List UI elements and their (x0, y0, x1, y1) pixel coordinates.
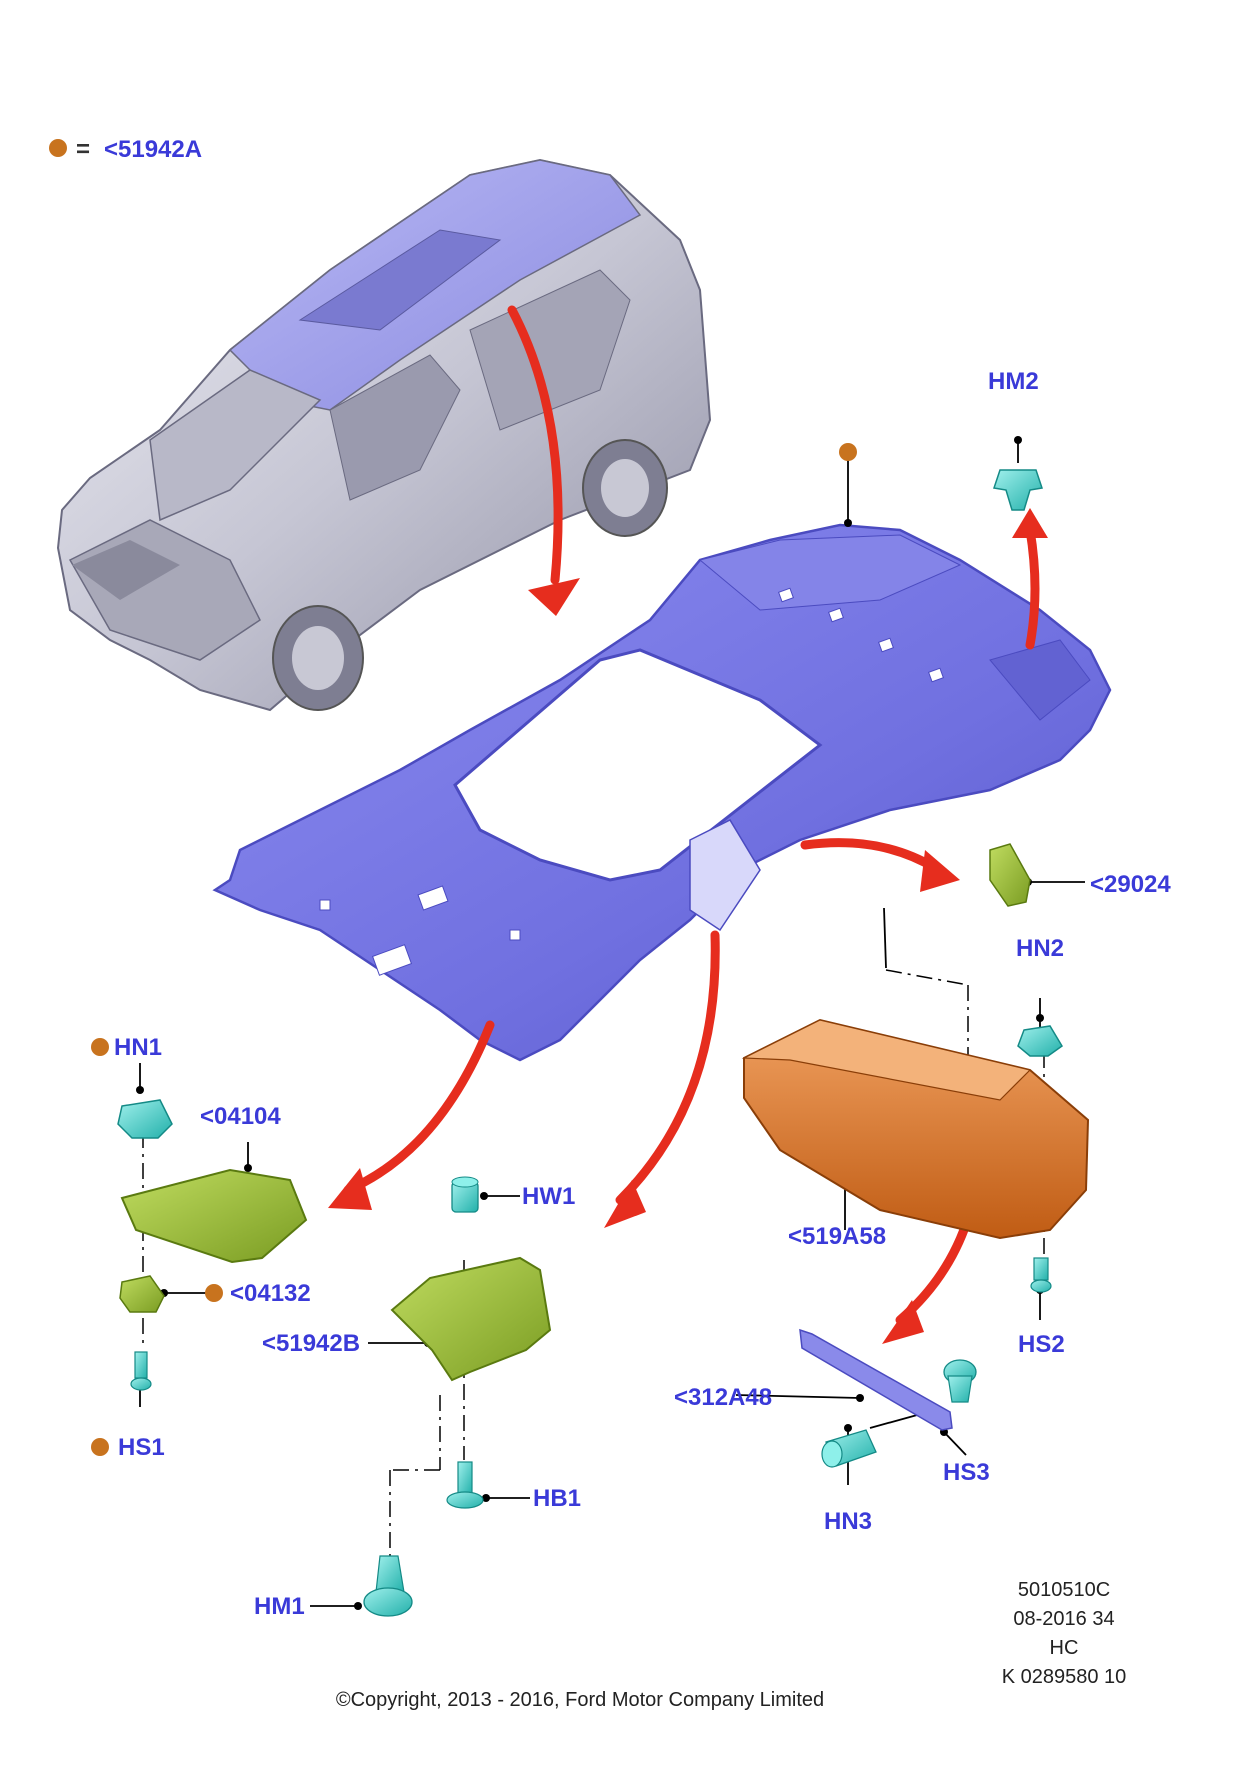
hs3-screw-icon (943, 1359, 977, 1403)
arrow-to-04104 (343, 1020, 495, 1195)
callout-04132: <04132 (230, 1280, 311, 1307)
callout-dot-icons (91, 443, 857, 1456)
rail-312a48 (799, 1328, 953, 1431)
clip-04132 (119, 1275, 165, 1313)
hw1-nut-icon (451, 1176, 479, 1213)
callout-hs3: HS3 (943, 1459, 990, 1486)
bracket-04104 (120, 1168, 308, 1264)
callout-hn2: HN2 (1016, 935, 1064, 962)
ref-line-1: 5010510C (1018, 1579, 1110, 1601)
callout-519a58: <519A58 (788, 1223, 886, 1250)
arrow-to-51942b (615, 930, 720, 1205)
callout-hw1: HW1 (522, 1183, 575, 1210)
callout-hm1: HM1 (254, 1593, 305, 1620)
legend: = <51942A (49, 136, 202, 163)
ref-line-4: K 0289580 10 (1002, 1666, 1127, 1688)
assembly-arrows (343, 305, 1040, 1325)
headliner-panel (212, 523, 1112, 1062)
hb1-bolt-icon (446, 1461, 484, 1509)
overhead-console-519a58 (741, 1018, 1090, 1240)
arrow-to-hm2 (1025, 525, 1040, 650)
callout-312a48: <312A48 (674, 1384, 772, 1411)
sunroof-opening (453, 648, 823, 882)
van-illustration (56, 158, 712, 712)
callout-hs2: HS2 (1018, 1331, 1065, 1358)
hn3-nut-icon (821, 1429, 877, 1468)
arrow-van-to-headliner (507, 305, 563, 585)
callout-hn3: HN3 (824, 1508, 872, 1535)
hs2-screw-icon (1030, 1257, 1052, 1293)
callout-51942b: <51942B (262, 1330, 360, 1357)
callout-hb1: HB1 (533, 1485, 581, 1512)
bracket-51942b (390, 1256, 552, 1382)
legend-part-label: <51942A (104, 136, 202, 163)
ref-line-2: 08-2016 34 (1013, 1608, 1114, 1630)
reference-block: 5010510C 08-2016 34 HC K 0289580 10 (1002, 1579, 1127, 1688)
hm1-clip-icon (363, 1555, 413, 1617)
ref-line-3: HC (1050, 1637, 1079, 1659)
arrow-to-29024 (800, 838, 940, 873)
legend-dot-icon (49, 139, 67, 157)
callout-hs1: HS1 (118, 1434, 165, 1461)
callout-04104: <04104 (200, 1103, 281, 1130)
hm2-clip-icon (993, 469, 1043, 511)
legend-equals: = (76, 136, 90, 163)
copyright-notice: ©Copyright, 2013 - 2016, Ford Motor Comp… (336, 1689, 824, 1711)
hs1-screw-icon (130, 1351, 152, 1391)
grab-handle-29024-icon (989, 843, 1031, 907)
callout-hm2: HM2 (988, 368, 1039, 395)
callout-29024: <29024 (1090, 871, 1171, 898)
hn2-clip-icon (1017, 1025, 1063, 1057)
callout-hn1: HN1 (114, 1034, 162, 1061)
assembly-arrow-heads (328, 508, 1048, 1344)
hn1-clip-icon (117, 1099, 173, 1139)
